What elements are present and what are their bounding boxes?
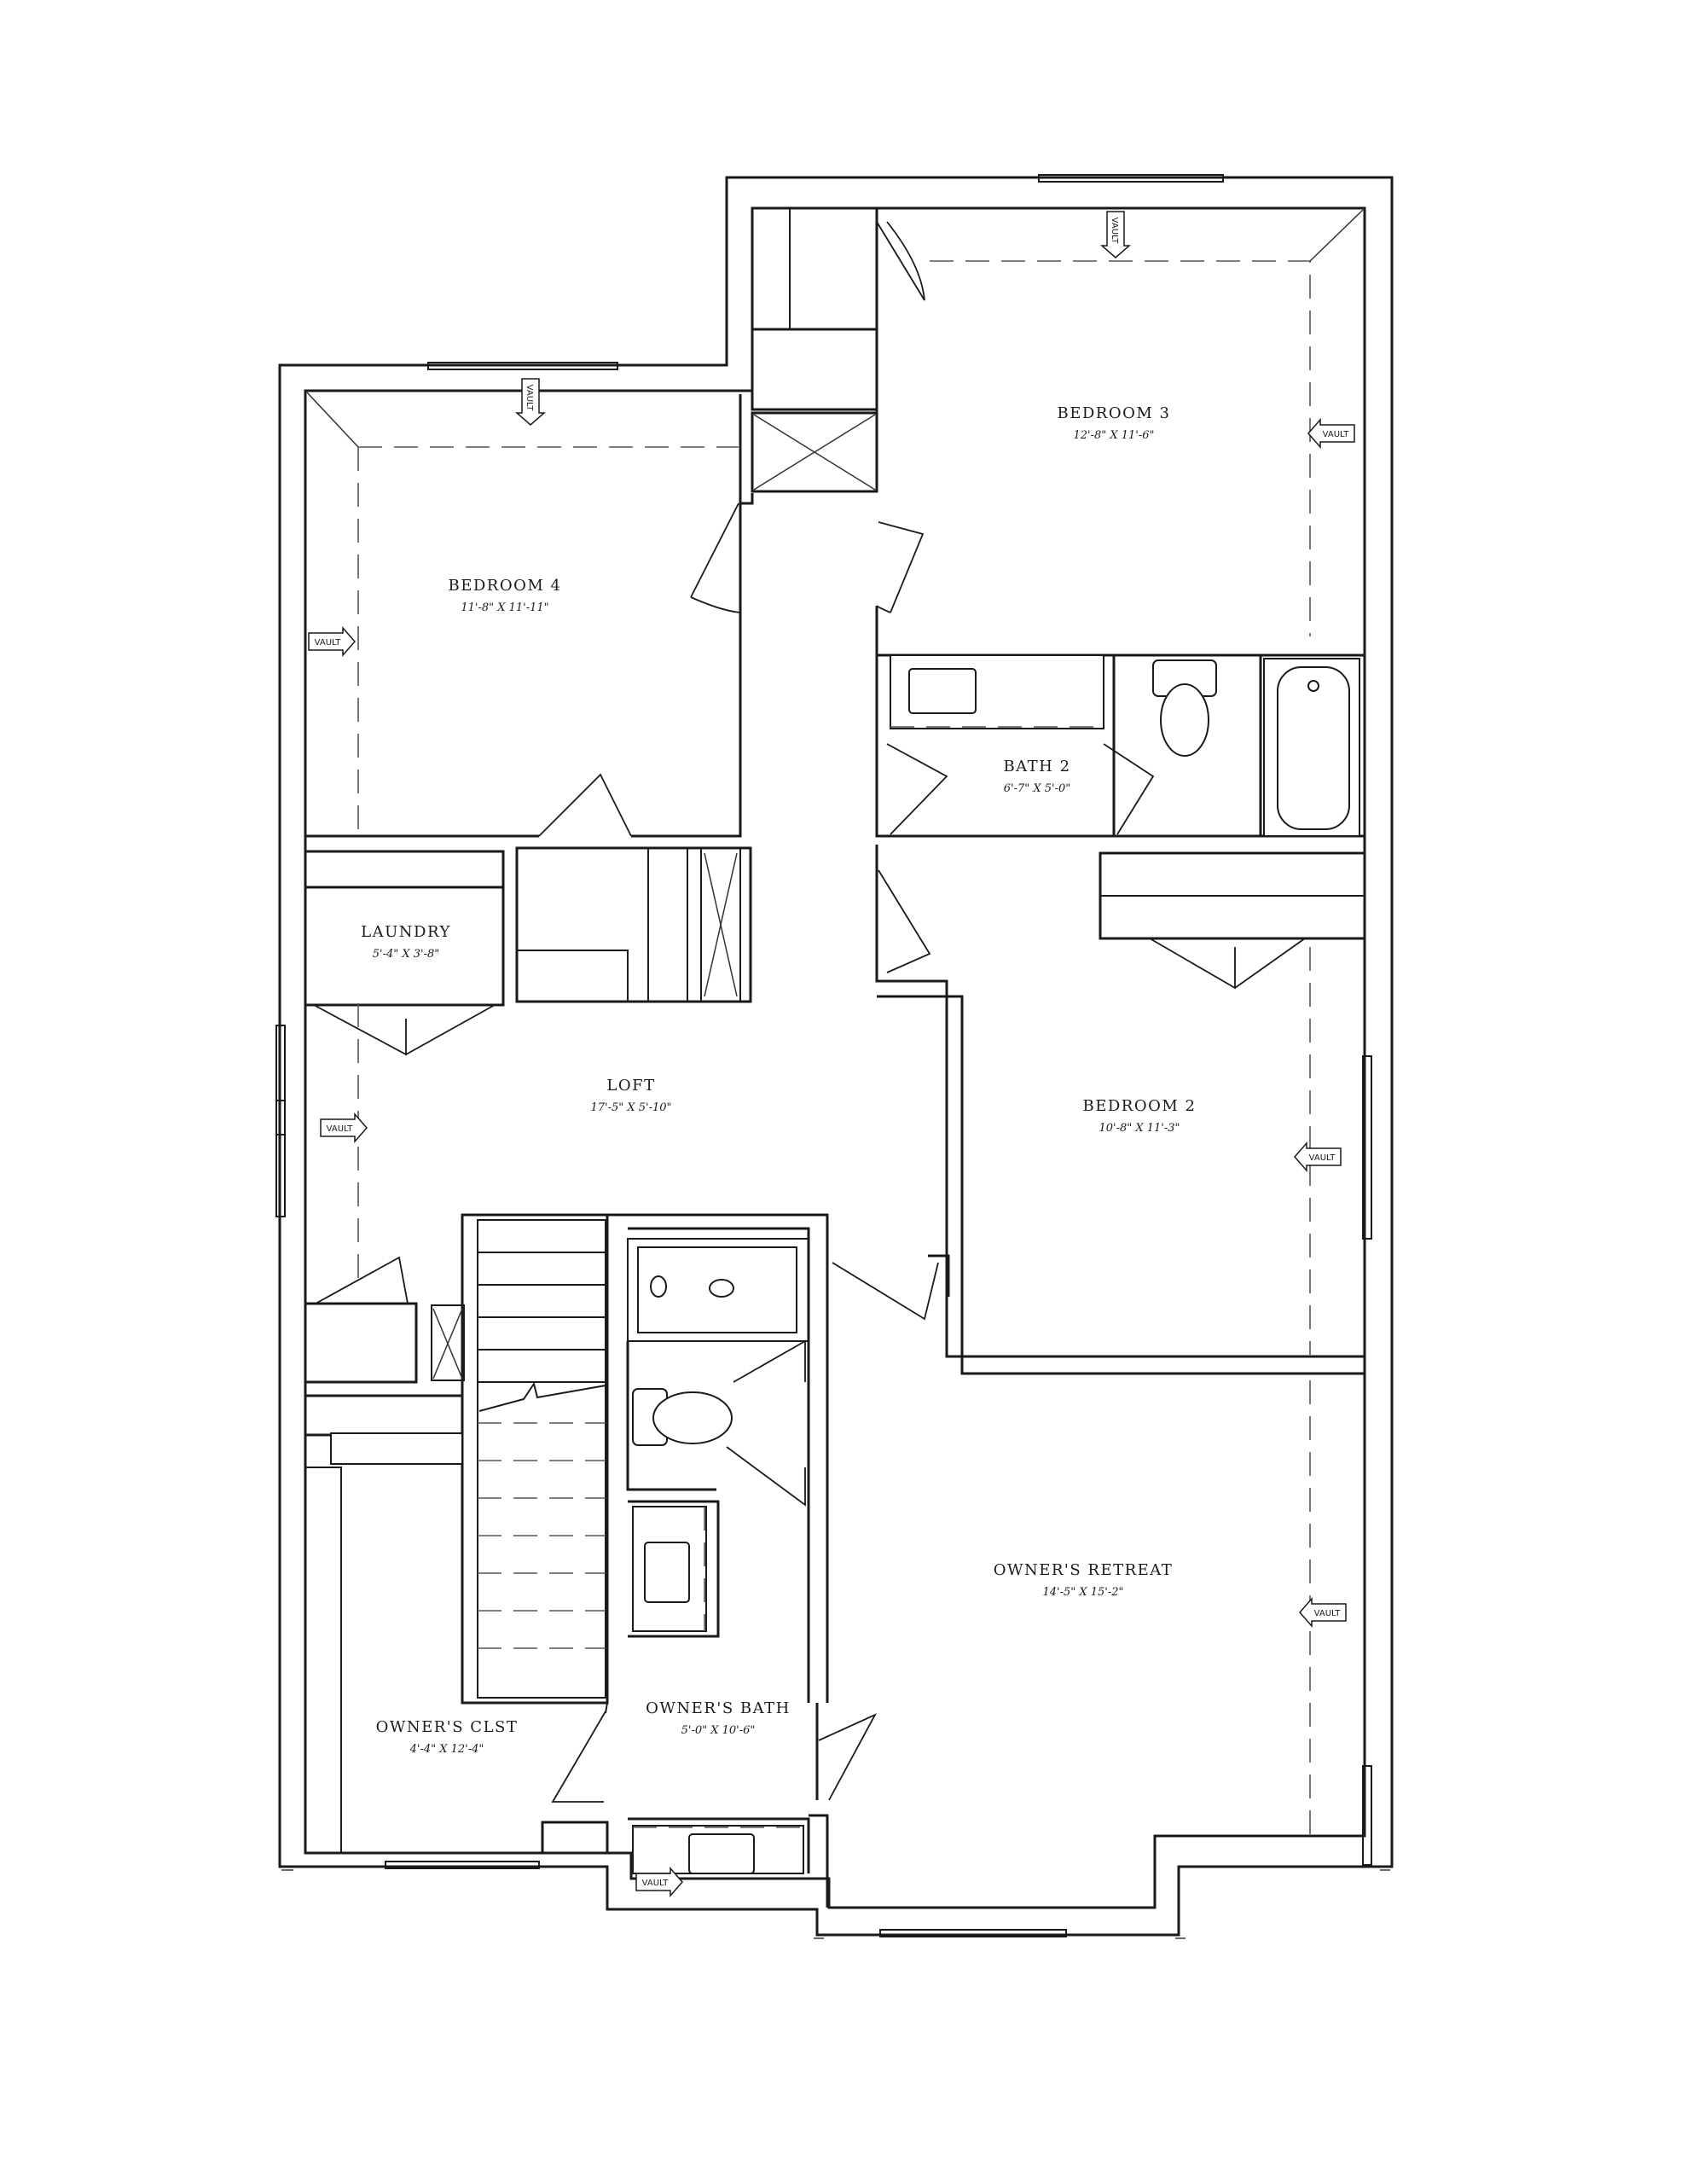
vault-label: VAULT	[1314, 1609, 1342, 1618]
vault-markers: VAULT VAULT VAULT VAULT VAULT VAULT VAUL…	[308, 211, 1355, 1897]
owners-toilet-bowl	[652, 1391, 733, 1444]
room-name-bedroom2: BEDROOM 2	[1083, 1097, 1197, 1115]
room-name-owners-bath: OWNER'S BATH	[646, 1699, 791, 1717]
room-name-loft: LOFT	[606, 1077, 655, 1095]
room-name-laundry: LAUNDRY	[361, 923, 451, 941]
vault-marker-bedroom3-top: VAULT	[1100, 211, 1131, 258]
room-name-bedroom4: BEDROOM 4	[449, 577, 562, 595]
room-dims-bedroom3: 12'-8" X 11'-6"	[1073, 429, 1154, 442]
room-name-bath2: BATH 2	[1003, 758, 1070, 775]
vault-lines	[306, 209, 1364, 1834]
vault-marker-loft-left: VAULT	[320, 1112, 368, 1143]
shower-head	[650, 1275, 667, 1298]
fixtures	[330, 654, 1360, 1874]
vault-label: VAULT	[1309, 1153, 1336, 1163]
vault-label: VAULT	[327, 1124, 354, 1134]
vault-marker-bedroom4-top: VAULT	[515, 378, 546, 426]
vault-label: VAULT	[1110, 218, 1119, 245]
room-name-owners-retreat: OWNER'S RETREAT	[994, 1561, 1174, 1579]
vault-marker-retreat-right: VAULT	[1299, 1597, 1347, 1628]
room-dims-bedroom4: 11'-8" X 11'-11"	[461, 601, 548, 614]
room-dims-bath2: 6'-7" X 5'-0"	[1004, 782, 1071, 795]
interior-walls	[304, 206, 1366, 1908]
exterior-walls	[275, 174, 1394, 1937]
room-dims-loft: 17'-5" X 5'-10"	[590, 1101, 671, 1114]
vault-marker-bedroom3-right: VAULT	[1307, 418, 1355, 449]
bath2-sink	[908, 668, 977, 714]
room-dims-bedroom2: 10'-8" X 11'-3"	[1099, 1122, 1180, 1135]
vault-marker-owners-bath: VAULT	[635, 1867, 683, 1897]
room-dims-laundry: 5'-4" X 3'-8"	[373, 948, 440, 961]
vault-label: VAULT	[1323, 430, 1350, 439]
room-dims-owners-retreat: 14'-5" X 15'-2"	[1042, 1586, 1123, 1599]
owners-sink-1	[644, 1542, 690, 1603]
shower-drain	[709, 1279, 734, 1298]
corner-ticks	[281, 1869, 1390, 1939]
room-dims-owners-clst: 4'-4" X 12'-4"	[409, 1743, 484, 1756]
room-labels: BEDROOM 3 12'-8" X 11'-6" BEDROOM 4 11'-…	[361, 404, 1197, 1756]
vault-label: VAULT	[315, 638, 342, 648]
vault-marker-bedroom4-left: VAULT	[308, 626, 356, 657]
bath2-toilet-bowl	[1160, 683, 1209, 757]
owners-sink-2	[688, 1833, 755, 1874]
vault-marker-bedroom2-right: VAULT	[1294, 1141, 1342, 1172]
vault-label: VAULT	[642, 1879, 670, 1888]
room-name-bedroom3: BEDROOM 3	[1058, 404, 1171, 422]
vault-label: VAULT	[525, 385, 534, 412]
room-name-owners-clst: OWNER'S CLST	[376, 1718, 519, 1736]
doors	[313, 221, 1306, 1803]
room-dims-owners-bath: 5'-0" X 10'-6"	[681, 1724, 756, 1737]
